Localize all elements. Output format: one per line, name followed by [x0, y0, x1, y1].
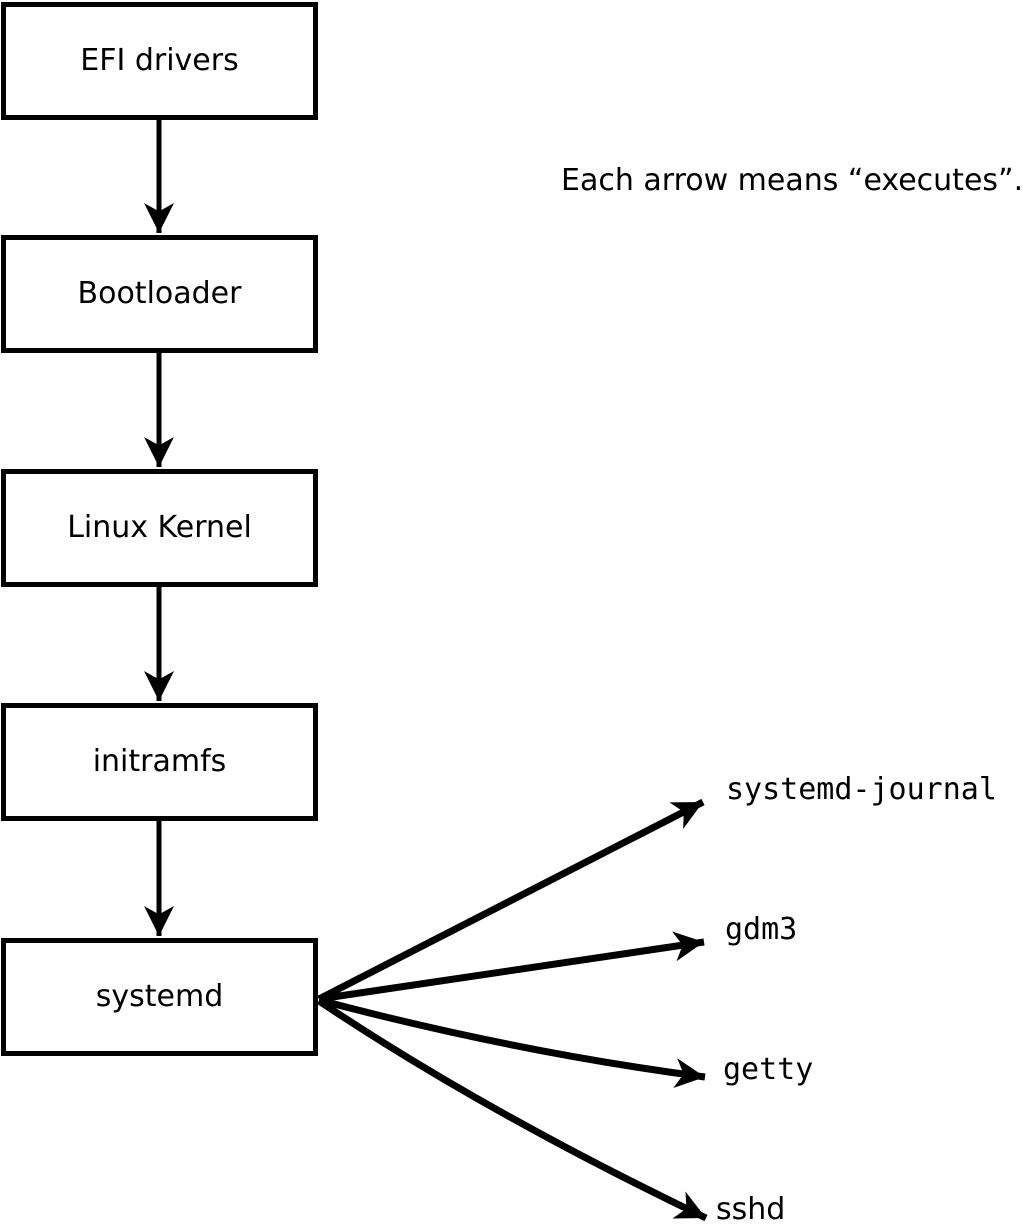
node-bootloader: Bootloader — [1, 235, 318, 353]
node-efi-drivers: EFI drivers — [1, 2, 318, 120]
node-label: initramfs — [92, 744, 227, 779]
arrow-systemd-to-journal — [317, 798, 705, 1003]
label-systemd-journal: systemd-journal — [726, 772, 997, 807]
label-getty: getty — [723, 1052, 814, 1087]
node-label: EFI drivers — [80, 43, 239, 78]
legend-note: Each arrow means “executes”. — [561, 163, 1023, 198]
node-label: Bootloader — [77, 276, 242, 311]
node-label: systemd — [95, 979, 224, 1014]
label-sshd: sshd — [716, 1192, 786, 1227]
node-systemd: systemd — [1, 938, 318, 1056]
node-initramfs: initramfs — [1, 703, 318, 821]
node-linux-kernel: Linux Kernel — [1, 469, 318, 587]
label-gdm3: gdm3 — [725, 912, 798, 947]
arrow-systemd-to-getty — [318, 996, 706, 1088]
arrow-systemd-to-sshd — [317, 998, 708, 1222]
arrow-systemd-to-gdm3 — [318, 931, 705, 1003]
node-label: Linux Kernel — [67, 510, 252, 545]
